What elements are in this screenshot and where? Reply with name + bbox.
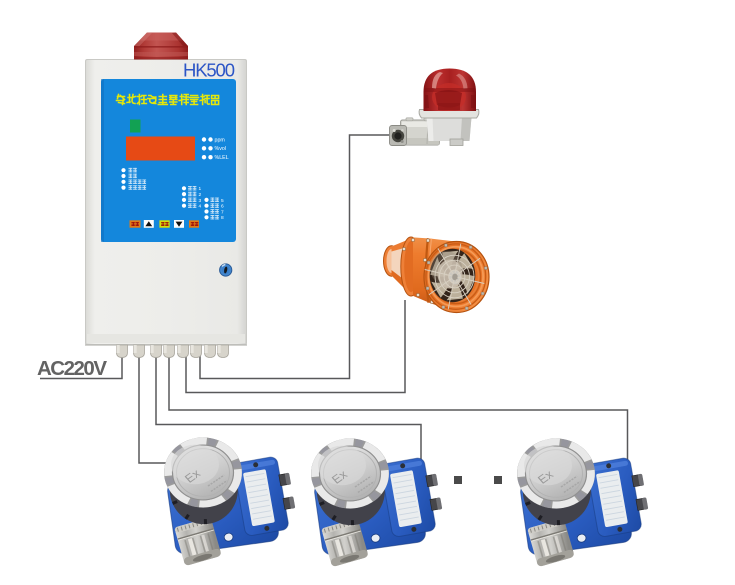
svg-text:ppm: ppm	[215, 137, 226, 143]
svg-text:%vol: %vol	[215, 146, 226, 152]
svg-text:AC220V: AC220V	[37, 357, 107, 380]
svg-text:2: 2	[199, 192, 202, 198]
svg-text:1: 1	[199, 186, 202, 192]
svg-text:6: 6	[221, 204, 224, 210]
svg-text:%LEL: %LEL	[215, 155, 229, 161]
svg-text:5: 5	[221, 198, 224, 204]
svg-text:7: 7	[221, 209, 224, 215]
svg-text:8: 8	[221, 215, 224, 221]
svg-text:3: 3	[199, 198, 202, 204]
svg-text:4: 4	[199, 204, 202, 210]
svg-text:HK500: HK500	[183, 60, 235, 81]
